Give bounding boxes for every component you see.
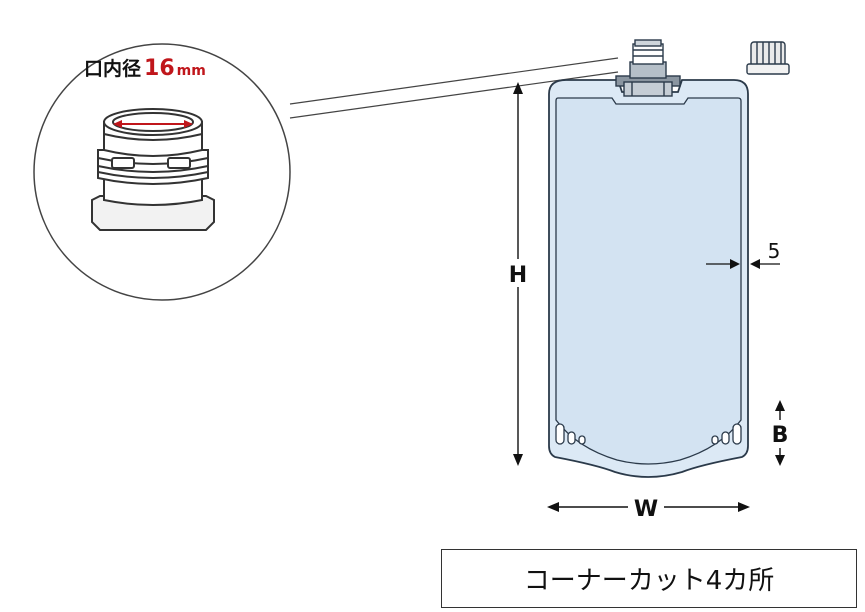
gusset-slots-right [711,423,742,445]
inner-diameter-unit: mm [177,63,206,79]
height-label: H [509,263,527,288]
callout-leader-top [289,57,619,105]
corner-cut-caption: コーナーカット4カ所 [523,566,775,596]
seal-dimension: 5 [706,239,780,269]
gusset-slots-left [555,423,586,445]
spout-enlarged [91,108,215,231]
seal-width-label: 5 [768,239,781,263]
pouch [548,39,790,478]
spout-cap [746,41,790,75]
pouch-seal-line [555,97,742,465]
inner-diameter-value: 16 [144,56,175,81]
caption-box: コーナーカット4カ所 [441,549,857,608]
bottom-label: B [772,423,789,448]
width-dimension: W [547,497,750,522]
pouch-spout [615,39,681,97]
bottom-dimension: B [769,400,791,466]
inner-diameter-arrow [113,120,193,128]
width-label: W [634,497,658,522]
height-dimension: H [508,82,530,466]
